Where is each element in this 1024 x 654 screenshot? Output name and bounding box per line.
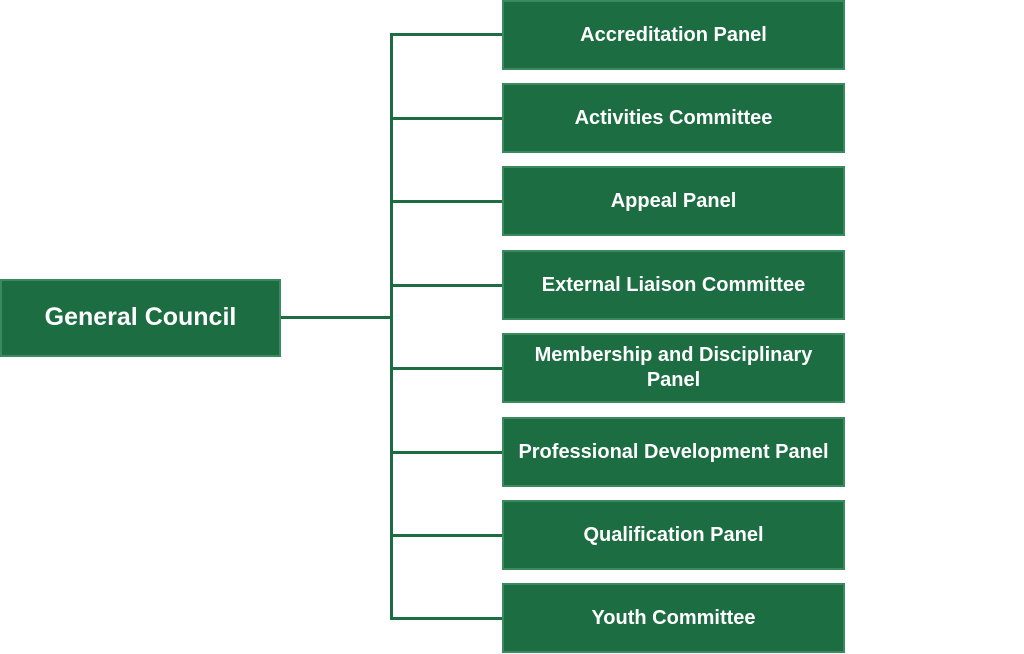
professional-development-panel-label: Professional Development Panel (518, 440, 829, 463)
youth-committee-node: Youth Committee (502, 583, 845, 653)
root-connector (281, 316, 391, 319)
vertical-trunk (390, 33, 393, 620)
qualification-panel-label: Qualification Panel (583, 523, 764, 546)
activities-committee-label: Activities Committee (574, 106, 773, 129)
branch-connector (390, 117, 502, 120)
activities-committee-node: Activities Committee (502, 83, 845, 153)
general-council-label: General Council (44, 303, 237, 332)
branch-connector (390, 33, 502, 36)
appeal-panel-node: Appeal Panel (502, 166, 845, 236)
accreditation-panel-node: Accreditation Panel (502, 0, 845, 70)
general-council-node: General Council (0, 279, 281, 357)
branch-connector (390, 367, 502, 370)
professional-development-panel-node: Professional Development Panel (502, 417, 845, 487)
accreditation-panel-label: Accreditation Panel (580, 23, 767, 46)
appeal-panel-label: Appeal Panel (610, 189, 737, 212)
external-liaison-committee-node: External Liaison Committee (502, 250, 845, 320)
branch-connector (390, 617, 502, 620)
branch-connector (390, 451, 502, 454)
qualification-panel-node: Qualification Panel (502, 500, 845, 570)
branch-connector (390, 534, 502, 537)
branch-connector (390, 200, 502, 203)
membership-and-disciplinary-panel-node: Membership and Disciplinary Panel (502, 333, 845, 403)
branch-connector (390, 284, 502, 287)
membership-and-disciplinary-panel-label: Membership and Disciplinary Panel (534, 344, 813, 391)
youth-committee-label: Youth Committee (591, 606, 756, 629)
external-liaison-committee-label: External Liaison Committee (541, 273, 806, 296)
